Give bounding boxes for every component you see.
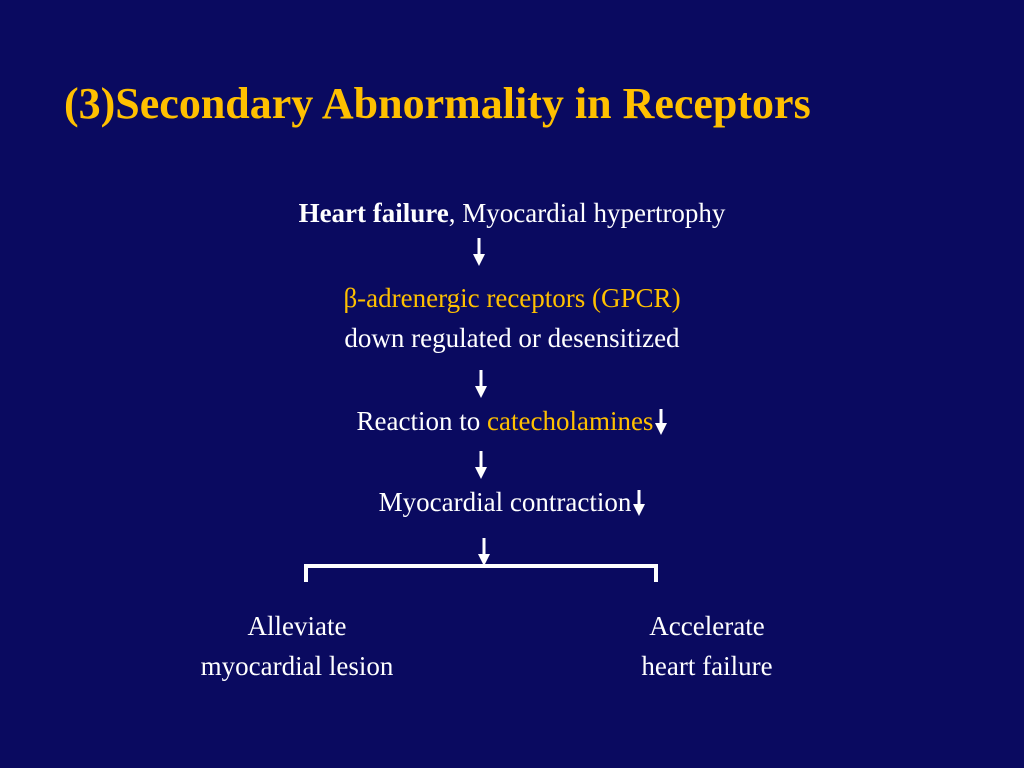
decrease-arrow-icon [655, 409, 668, 435]
outcome-left: Alleviate myocardial lesion [137, 606, 457, 686]
decrease-arrow-icon [633, 490, 646, 516]
branch-bracket [304, 564, 658, 582]
down-regulated-label: down regulated or desensitized [344, 323, 680, 353]
alleviate-label: Alleviate [247, 611, 347, 641]
outcome-right: Accelerate heart failure [547, 606, 867, 686]
down-arrow-icon [472, 238, 486, 266]
reaction-to-label: Reaction to [356, 406, 488, 436]
down-arrow-icon [474, 370, 488, 398]
flow-step-heart-failure: Heart failure, Myocardial hypertrophy [0, 198, 1024, 229]
myocardial-contraction-label: Myocardial contraction [378, 487, 632, 517]
beta-adrenergic-receptors-label: β-adrenergic receptors (GPCR) [343, 283, 681, 313]
catecholamines-label: catecholamines [487, 406, 654, 436]
down-arrow-icon [474, 451, 488, 479]
flow-step-contraction: Myocardial contraction [0, 487, 1024, 518]
myocardial-lesion-label: myocardial lesion [200, 651, 394, 681]
heart-failure-label: Heart failure [298, 198, 449, 228]
down-arrow-icon [477, 538, 491, 566]
accelerate-label: Accelerate [649, 611, 765, 641]
myocardial-hypertrophy-label: , Myocardial hypertrophy [448, 198, 726, 228]
flow-step-reaction: Reaction to catecholamines [0, 406, 1024, 437]
slide-title: (3)Secondary Abnormality in Receptors [64, 79, 811, 128]
heart-failure-outcome-label: heart failure [641, 651, 773, 681]
